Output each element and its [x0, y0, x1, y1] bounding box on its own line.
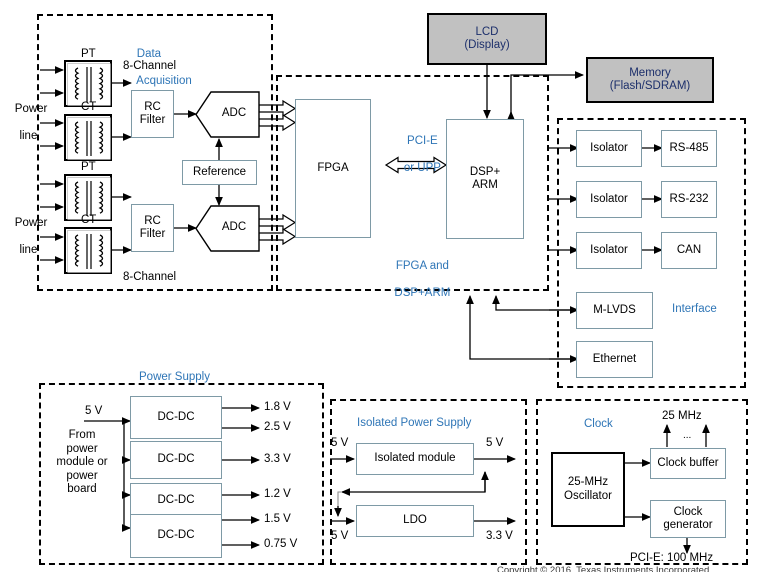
- dcdc-1-output-1: 1.8 V: [264, 401, 291, 413]
- sensor-label-ct-1: CT: [81, 101, 97, 113]
- proc-label-line1: FPGA and: [395, 259, 449, 272]
- dcdc-3: DC-DC: [130, 483, 222, 519]
- clock-generator-block: Clock generator: [650, 500, 726, 538]
- group-frame-isolated-power-supply: [330, 399, 527, 565]
- port-rs485: RS-485: [661, 130, 717, 167]
- lcd-block: LCD (Display): [427, 13, 547, 65]
- channel-label-bottom: 8-Channel: [123, 271, 177, 283]
- adc-1: ADC: [195, 91, 260, 138]
- dcdc-2-output-1: 3.3 V: [264, 453, 291, 465]
- dcdc-4-output-2: 0.75 V: [264, 538, 298, 550]
- dcdc-1: DC-DC: [130, 396, 222, 439]
- isolated-module-block: Isolated module: [356, 443, 474, 475]
- bus-label-line2: or UPP: [403, 161, 441, 174]
- isolated-module-output-label: 5 V: [486, 437, 504, 449]
- pl1-l2: line: [19, 129, 38, 142]
- sensor-label-pt-1: PT: [81, 48, 96, 60]
- isolated-power-group-label: Isolated Power Supply: [357, 417, 472, 429]
- clock-buffer-output-label: 25 MHz: [662, 410, 702, 422]
- power-line-label-2: Power line: [2, 203, 48, 271]
- rc-filter-2: RC Filter: [131, 204, 174, 252]
- rc-filter-1: RC Filter: [131, 90, 174, 138]
- copyright-text: Copyright © 2016, Texas Instruments Inco…: [497, 565, 710, 572]
- proc-label-line2: DSP+ARM: [394, 286, 451, 299]
- oscillator-block: 25-MHz Oscillator: [551, 452, 625, 527]
- ldo-input-label: 5 V: [331, 530, 349, 542]
- dcdc-2: DC-DC: [130, 441, 222, 479]
- ldo-output-label: 3.3 V: [486, 530, 513, 542]
- dcdc-4: DC-DC: [130, 514, 222, 558]
- data-acquisition-group-label: Data Acquisition: [124, 34, 204, 102]
- sensor-label-pt-2: PT: [81, 161, 96, 173]
- sensor-pt-2: [64, 174, 112, 221]
- processing-group-label: FPGA and DSP+ARM: [368, 246, 464, 314]
- power-source-text: From power module or power board: [56, 429, 108, 495]
- port-m-lvds: M-LVDS: [576, 292, 653, 329]
- clock-group-label: Clock: [584, 418, 613, 430]
- isolator-3: Isolator: [576, 232, 642, 269]
- adc-2: ADC: [195, 205, 260, 252]
- sensor-pt-1: [64, 60, 112, 107]
- port-rs232: RS-232: [661, 181, 717, 218]
- dcdc-4-output-1: 1.5 V: [264, 513, 291, 525]
- da-label-line2: Acquisition: [136, 74, 192, 87]
- clock-buffer-ellipsis: ...: [683, 430, 692, 441]
- group-frame-processing: [276, 75, 549, 291]
- power-supply-group-label: Power Supply: [139, 371, 210, 383]
- power-line-label-1: Power line: [2, 89, 48, 157]
- da-label-line1: Data: [136, 47, 162, 60]
- pl1-l1: Power: [14, 102, 48, 115]
- reference-block: Reference: [182, 160, 257, 185]
- channel-label-top: 8-Channel: [123, 60, 177, 72]
- group-frame-interface: [557, 118, 746, 388]
- memory-block: Memory (Flash/SDRAM): [586, 57, 714, 103]
- group-frame-clock: [536, 399, 748, 565]
- bus-label: PCI-E or UPP: [381, 121, 451, 189]
- dcdc-3-output-1: 1.2 V: [264, 488, 291, 500]
- sensor-ct-2: [64, 227, 112, 274]
- ldo-block: LDO: [356, 505, 474, 537]
- port-can: CAN: [661, 232, 717, 269]
- isolator-1: Isolator: [576, 130, 642, 167]
- bus-label-line1: PCI-E: [407, 134, 438, 147]
- sensor-ct-1: [64, 114, 112, 161]
- adc-2-label: ADC: [221, 221, 247, 233]
- group-frame-data-acquisition: [37, 14, 273, 291]
- dcdc-1-output-2: 2.5 V: [264, 421, 291, 433]
- interface-group-label: Interface: [672, 303, 717, 315]
- fpga-block: FPGA: [295, 99, 371, 238]
- adc-1-label: ADC: [221, 107, 247, 119]
- group-frame-power-supply: [39, 383, 324, 565]
- pl2-l1: Power: [14, 216, 48, 229]
- clock-buffer-block: Clock buffer: [650, 448, 726, 479]
- power-supply-input-label: 5 V: [85, 405, 103, 417]
- isolator-2: Isolator: [576, 181, 642, 218]
- isolated-module-input-label: 5 V: [331, 437, 349, 449]
- sensor-label-ct-2: CT: [81, 214, 97, 226]
- pl2-l2: line: [19, 243, 38, 256]
- dsp-arm-block: DSP+ ARM: [446, 119, 524, 239]
- port-ethernet: Ethernet: [576, 341, 653, 378]
- clock-generator-output-label: PCI-E: 100 MHz: [630, 552, 714, 564]
